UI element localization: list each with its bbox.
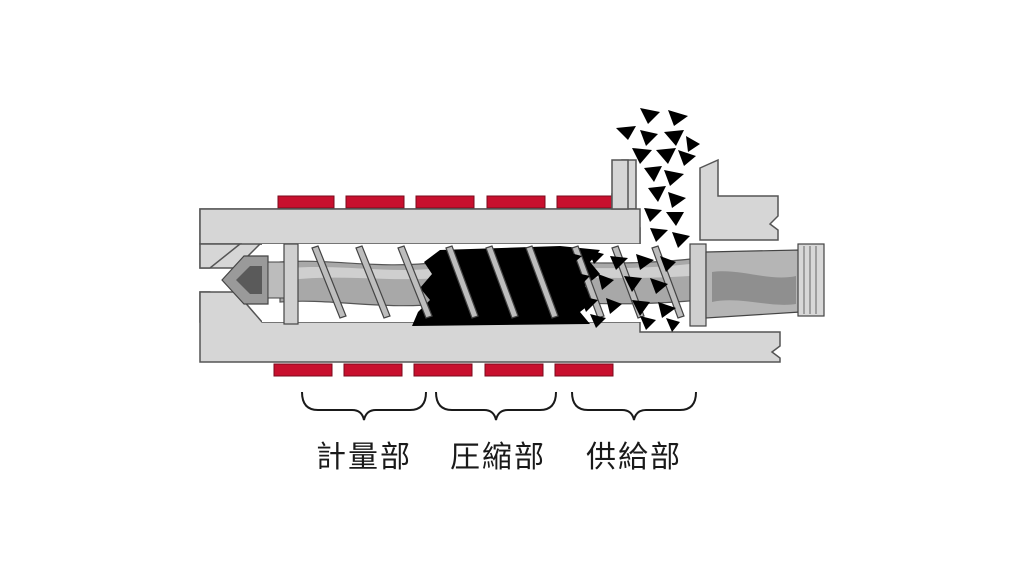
pellet-icon xyxy=(588,250,604,264)
pellet-icon xyxy=(624,276,642,292)
bracket-feed xyxy=(571,391,697,421)
bracket-metering xyxy=(301,391,427,421)
zone-label-feed: 供給部 xyxy=(586,440,682,475)
pellet-icon xyxy=(678,150,696,166)
barrel-lower-wall xyxy=(199,291,781,363)
pellet-icon xyxy=(648,186,666,202)
heater-bands-bottom xyxy=(273,363,614,377)
pellet-icon xyxy=(650,278,668,294)
pellet-icon xyxy=(666,318,680,332)
drive-coupling xyxy=(797,243,825,317)
pellet-icon xyxy=(572,272,590,288)
pellet-icon xyxy=(632,148,652,164)
screw-shank xyxy=(689,243,825,327)
barrel-upper-body xyxy=(199,208,641,245)
screw-flight xyxy=(651,245,685,319)
pellet-icon xyxy=(580,296,598,312)
pellet-icon xyxy=(590,314,606,328)
pellet-icon xyxy=(610,256,628,270)
pellet-icon xyxy=(660,256,676,272)
heater-bands-top xyxy=(277,195,616,209)
pellet-icon xyxy=(668,192,686,208)
shank-collar xyxy=(689,243,707,327)
pellet-icon xyxy=(606,298,622,314)
pellet-icon xyxy=(668,110,688,126)
screw-flight xyxy=(445,245,479,319)
screw-flight xyxy=(485,245,519,319)
pellet-icon xyxy=(636,254,654,270)
zone-label-compression: 圧縮部 xyxy=(450,440,546,475)
pellet-icon xyxy=(632,300,650,316)
screw-flight xyxy=(311,245,347,319)
heater-band xyxy=(556,195,616,209)
screw-flight xyxy=(355,245,391,319)
pellet-icon xyxy=(640,316,656,330)
pellet-icon xyxy=(658,302,676,318)
pellet-icon xyxy=(640,108,660,124)
pellet-icon xyxy=(650,228,668,242)
heater-band xyxy=(484,363,544,377)
shank-shade xyxy=(712,271,796,305)
pellet-icon xyxy=(644,166,662,182)
heater-band xyxy=(273,363,333,377)
heater-band xyxy=(415,195,475,209)
pellet-icon xyxy=(664,130,684,146)
pellets xyxy=(566,108,700,332)
pellet-icon xyxy=(672,232,690,248)
heater-band xyxy=(554,363,614,377)
hopper-right-wall xyxy=(699,158,779,241)
zone-label-metering: 計量部 xyxy=(316,440,412,475)
check-seat xyxy=(267,261,285,299)
screw-tip xyxy=(221,243,299,325)
pellet-icon xyxy=(666,212,684,226)
pellet-icon xyxy=(664,170,684,186)
heater-band xyxy=(345,195,405,209)
pellet-icon xyxy=(598,274,614,290)
hopper-left-wall xyxy=(611,159,629,210)
pellet-icon xyxy=(686,136,700,152)
zone-brackets xyxy=(301,391,697,421)
screw-tip-inner xyxy=(236,266,262,294)
heater-band xyxy=(486,195,546,209)
check-ring xyxy=(283,243,299,325)
screw-flight xyxy=(525,245,559,319)
pellet-icon xyxy=(566,252,582,266)
bracket-compression xyxy=(435,391,557,421)
pellet-icon xyxy=(644,208,662,222)
pellet-icon xyxy=(616,126,636,140)
heater-band xyxy=(413,363,473,377)
heater-band xyxy=(343,363,403,377)
heater-band xyxy=(277,195,335,209)
pellet-icon xyxy=(656,148,676,164)
pellet-icon xyxy=(640,130,658,146)
screw-flight xyxy=(397,245,433,319)
